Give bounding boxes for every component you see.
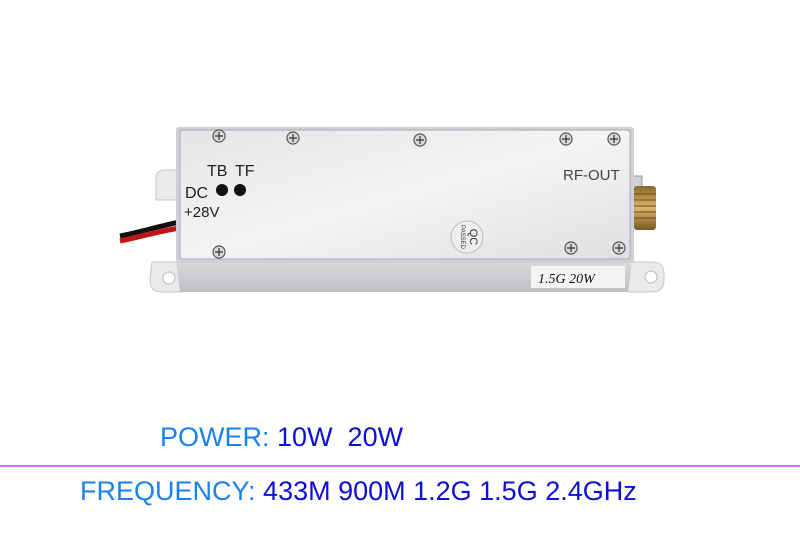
power-label: POWER: (160, 422, 270, 452)
frequency-label: FREQUENCY: (80, 476, 256, 506)
tb-hole (216, 184, 228, 196)
qc-text: QC (467, 229, 479, 246)
power-value: 10W 20W (277, 422, 404, 452)
screw-icon (559, 132, 573, 146)
screw-icon (607, 132, 621, 146)
tf-hole (234, 184, 246, 196)
model-sticker (531, 266, 625, 288)
module-side (176, 262, 632, 292)
module-lid (179, 129, 631, 260)
qc-passed-sticker: QC PASSED (450, 220, 484, 254)
divider (0, 465, 800, 467)
passed-text: PASSED (459, 225, 465, 250)
dc-label: DC (185, 185, 208, 202)
frequency-value: 433M 900M 1.2G 1.5G 2.4GHz (263, 476, 637, 506)
voltage-label: +28V (184, 204, 219, 221)
model-label: 1.5G 20W (538, 272, 596, 287)
screw-icon (413, 133, 427, 147)
power-cable (119, 219, 181, 244)
tb-label: TB (207, 163, 227, 180)
frequency-spec: FREQUENCY: 433M 900M 1.2G 1.5G 2.4GHz (80, 478, 637, 505)
screw-icon (212, 245, 226, 259)
screw-icon (564, 241, 578, 255)
tf-label: TF (235, 163, 255, 180)
screw-icon (286, 131, 300, 145)
power-spec: POWER: 10W 20W (160, 424, 403, 451)
rf-out-label: RF-OUT (563, 167, 620, 184)
screw-icon (612, 241, 626, 255)
screw-icon (212, 129, 226, 143)
screws (212, 129, 626, 259)
